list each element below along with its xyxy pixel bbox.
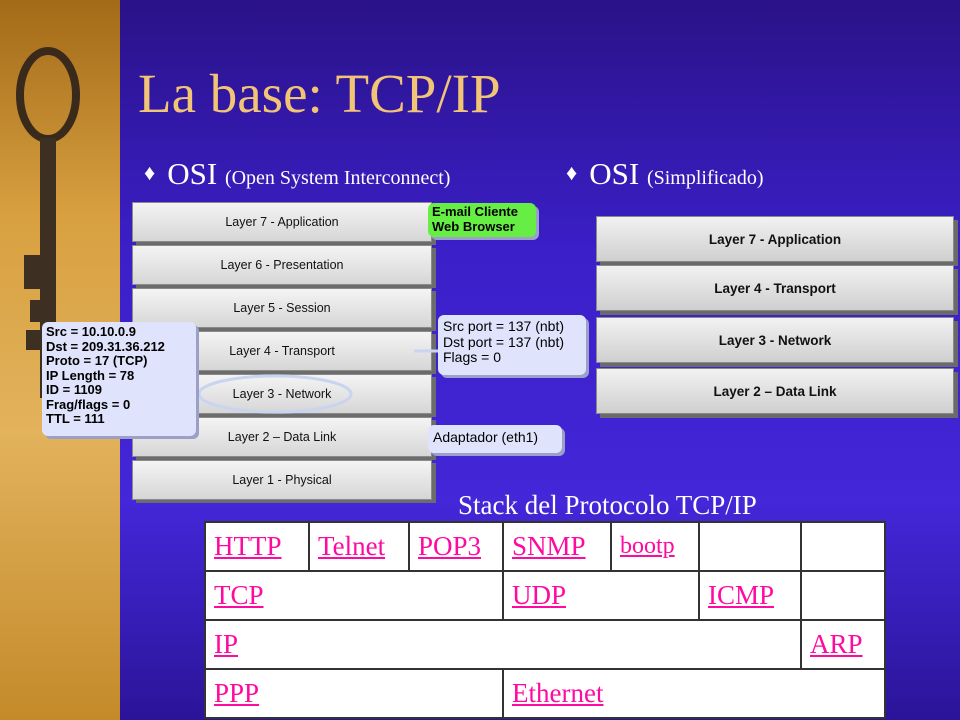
bullet-diamond-icon: ♦ [144,160,156,185]
protocol-link-bootp[interactable]: bootp [610,521,700,572]
callout-transport: Src port = 137 (nbt) Dst port = 137 (nbt… [438,315,586,375]
protocol-link-ethernet[interactable]: Ethernet [502,668,886,719]
simplified-layer-7: Layer 7 - Application [596,216,954,262]
protocol-link-http[interactable]: HTTP [204,521,310,572]
callout-datalink: Adaptador (eth1) [428,425,562,453]
bullet-osi: ♦OSI (Open System Interconnect) [144,156,451,191]
stack-title: Stack del Protocolo TCP/IP [458,490,757,520]
osi-layer-7: Layer 7 - Application [132,202,432,242]
table-cell-empty [800,521,886,572]
protocol-link-ip[interactable]: IP [204,619,802,670]
osi-layer-5: Layer 5 - Session [132,288,432,328]
table-row: PPP Ethernet [204,668,886,719]
simplified-layer-4: Layer 4 - Transport [596,265,954,311]
table-cell-empty [800,570,886,621]
callout-application: E-mail Cliente Web Browser [428,203,536,237]
simplified-layer-3: Layer 3 - Network [596,317,954,363]
slide-title: La base: TCP/IP [138,63,501,124]
osi-layer-1: Layer 1 - Physical [132,460,432,500]
simplified-layer-2: Layer 2 – Data Link [596,368,954,414]
protocol-link-pop3[interactable]: POP3 [408,521,504,572]
protocol-stack-table: HTTP Telnet POP3 SNMP bootp TCP UDP ICMP… [204,521,886,719]
callout-ip-header: Src = 10.10.0.9 Dst = 209.31.36.212 Prot… [42,322,196,436]
protocol-link-icmp[interactable]: ICMP [698,570,802,621]
table-cell-empty [698,521,802,572]
protocol-link-tcp[interactable]: TCP [204,570,504,621]
bullet-diamond-icon: ♦ [566,160,578,185]
table-row: HTTP Telnet POP3 SNMP bootp [204,521,886,572]
osi-layer-6: Layer 6 - Presentation [132,245,432,285]
protocol-link-ppp[interactable]: PPP [204,668,504,719]
bullet-osi-simplificado: ♦OSI (Simplificado) [566,156,764,191]
protocol-link-snmp[interactable]: SNMP [502,521,612,572]
protocol-link-udp[interactable]: UDP [502,570,700,621]
table-row: TCP UDP ICMP [204,570,886,621]
table-row: IP ARP [204,619,886,670]
protocol-link-telnet[interactable]: Telnet [308,521,410,572]
protocol-link-arp[interactable]: ARP [800,619,886,670]
